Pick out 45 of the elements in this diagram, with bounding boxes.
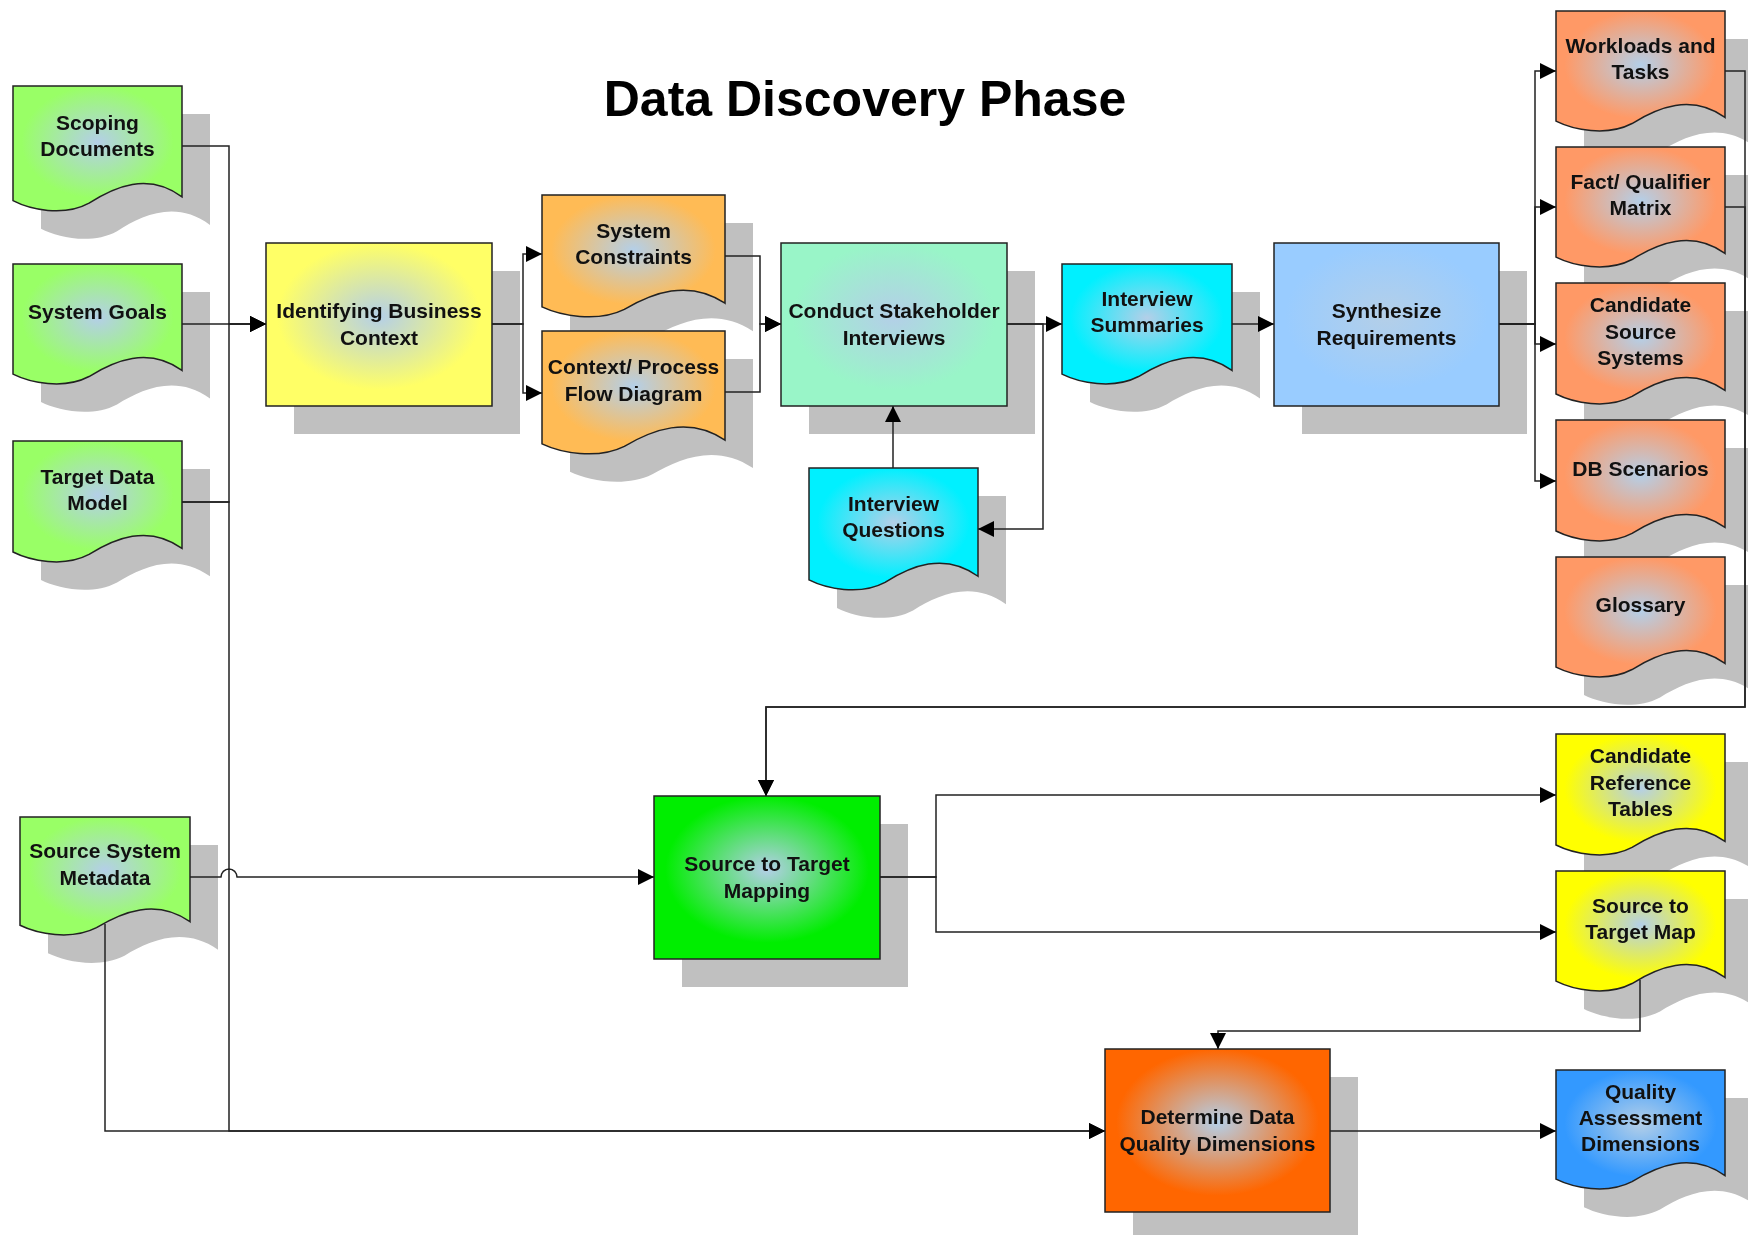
process-box: [1105, 1049, 1330, 1212]
node-label: Quality Assessment Dimensions: [1577, 1078, 1704, 1158]
connector-arrow: [885, 405, 901, 469]
document-shape: [1556, 557, 1725, 678]
document-shape: [1556, 1070, 1725, 1190]
document-shape: [13, 264, 182, 385]
connector-arrow: [1210, 979, 1641, 1050]
node-label: Source to Target Mapping: [683, 851, 851, 904]
node-label: Conduct Stakeholder Interviews: [787, 298, 1001, 351]
document-shape: [1556, 11, 1725, 132]
document-shape: [13, 86, 182, 212]
node-label: Interview Summaries: [1089, 286, 1205, 339]
document-shape: [1556, 734, 1725, 856]
node-label: Synthesize Requirements: [1315, 298, 1458, 351]
node-label: Candidate Source Systems: [1588, 292, 1693, 371]
document-shape: [542, 331, 725, 455]
process-box: [1274, 243, 1499, 406]
process-box: [781, 243, 1007, 406]
document-shape: [1556, 283, 1725, 405]
node-label: Interview Questions: [841, 490, 946, 544]
node-label: Glossary: [1594, 592, 1687, 619]
node-label: Target Data Model: [39, 463, 156, 516]
node-label: Scoping Documents: [39, 110, 156, 163]
document-shape: [1556, 147, 1725, 268]
node-label: DB Scenarios: [1571, 455, 1710, 482]
diagram-title: Data Discovery Phase: [602, 70, 1128, 128]
process-box: [654, 796, 880, 959]
document-shape: [13, 441, 182, 563]
node-label: Identifying Business Context: [275, 298, 483, 351]
node-label: Fact/ Qualifier Matrix: [1569, 169, 1712, 222]
node-label: Source System Metadata: [28, 838, 182, 891]
connector-arrow: [758, 206, 1746, 797]
node-label: Workloads and Tasks: [1564, 33, 1717, 86]
document-shape: [1556, 420, 1725, 542]
node-label: Source to Target Map: [1584, 893, 1697, 946]
document-shape: [1556, 871, 1725, 992]
node-label: System Goals: [27, 299, 168, 326]
document-shape: [809, 468, 978, 591]
node-label: Candidate Reference Tables: [1588, 743, 1693, 822]
document-shape: [542, 195, 725, 318]
document-shape: [20, 817, 190, 936]
node-label: System Constraints: [574, 217, 693, 271]
document-shape: [1062, 264, 1232, 385]
process-box: [266, 243, 492, 406]
node-label: Context/ Process Flow Diagram: [546, 354, 721, 407]
